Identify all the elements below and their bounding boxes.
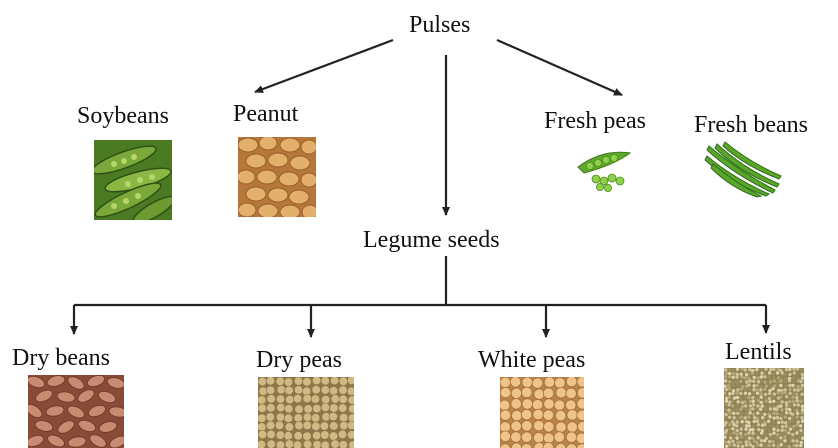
arrow-to-peanut bbox=[255, 40, 393, 92]
dry-peas-label: Dry peas bbox=[256, 348, 342, 372]
root-label: Pulses bbox=[409, 13, 470, 37]
peanuts-image bbox=[238, 137, 316, 217]
dry-peas-image bbox=[258, 377, 354, 448]
soybean-pods-image bbox=[94, 140, 172, 220]
fresh-peas-image bbox=[574, 145, 634, 193]
white-peas-label: White peas bbox=[478, 348, 585, 372]
fresh-peas-label: Fresh peas bbox=[544, 109, 646, 133]
lentils-image bbox=[724, 368, 804, 448]
white-peas-image bbox=[500, 377, 584, 448]
legume-seeds-label: Legume seeds bbox=[363, 228, 500, 252]
fresh-beans-label: Fresh beans bbox=[694, 113, 808, 137]
arrow-to-fresh-peas bbox=[497, 40, 622, 95]
fresh-green-beans-image bbox=[703, 140, 783, 198]
peanut-label: Peanut bbox=[233, 102, 298, 126]
dry-beans-label: Dry beans bbox=[12, 346, 110, 370]
soybeans-label: Soybeans bbox=[77, 104, 169, 128]
lentils-label: Lentils bbox=[725, 340, 792, 364]
dry-beans-image bbox=[28, 375, 124, 448]
